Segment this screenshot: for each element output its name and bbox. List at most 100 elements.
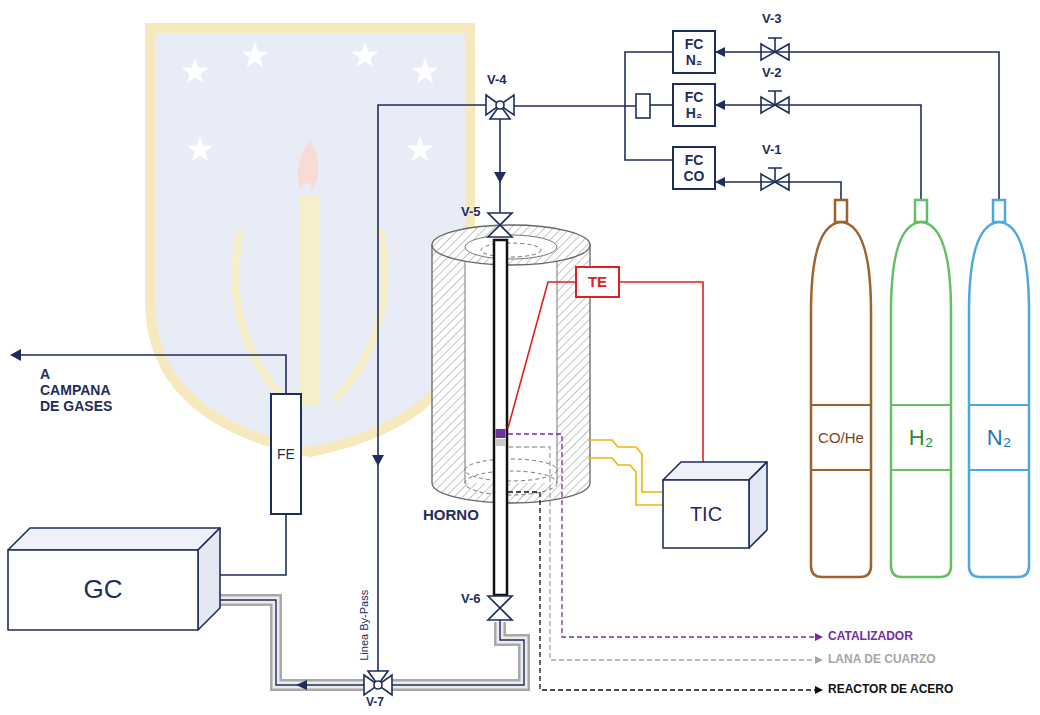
gas-cylinder: N₂ [966, 200, 1032, 580]
heated-line [219, 600, 524, 685]
node-label: FC CO [680, 152, 708, 184]
cylinder-body [811, 222, 871, 577]
furnace-wall [557, 245, 558, 483]
destination-label: A CAMPANA DE GASES [40, 366, 118, 414]
valve-handle [768, 38, 782, 52]
valve-handle [768, 91, 782, 105]
gas-line [650, 104, 672, 106]
callout-label: CATALIZADOR [828, 630, 913, 644]
box-side-face [749, 462, 767, 548]
temperature-controller: TIC [663, 462, 767, 548]
watermark-shield [150, 28, 470, 452]
node-text-area: TE [577, 268, 618, 296]
pipe-connector [716, 182, 841, 200]
cylinder-body [891, 222, 951, 577]
valve-ball [374, 681, 382, 689]
gas-line [514, 105, 636, 107]
steel-reactor [494, 240, 507, 595]
watermark-star [412, 58, 439, 83]
furnace-body [432, 245, 590, 503]
callout-label: REACTOR DE ACERO [828, 683, 953, 697]
flow-arrow [10, 349, 21, 361]
cylinder-band [969, 404, 1029, 406]
watermark-star [407, 136, 434, 161]
gas-line [499, 119, 501, 213]
block-valve [488, 596, 512, 620]
box-top-face [8, 528, 220, 550]
block-valve [488, 213, 512, 237]
node-label: TE [588, 273, 607, 290]
furnace-top [432, 225, 590, 265]
watermark-star [352, 42, 379, 67]
valves [364, 38, 789, 695]
flow-arrow [372, 455, 384, 466]
furnace-inner-edge [481, 243, 541, 257]
line-label: Linea By-Pass [358, 589, 371, 660]
node-label: GC [84, 575, 123, 605]
valve-tag: V-4 [487, 73, 507, 88]
gas-chromatograph: GC [8, 528, 220, 630]
box-front-face [8, 550, 198, 630]
leader-line [508, 492, 816, 690]
node-outline [888, 200, 954, 580]
node-label: CO/He [818, 429, 864, 446]
furnace-opening [465, 235, 557, 259]
node-text-area: H₂ [888, 407, 954, 468]
heated-line-inner [392, 622, 524, 685]
pipe-connector [716, 52, 999, 200]
cylinder-band [811, 404, 871, 406]
pipe-connector [716, 105, 921, 200]
flow-element: FE [270, 393, 302, 515]
valve-tag: V-2 [762, 66, 782, 81]
valve-tag: V-6 [461, 592, 481, 607]
gas-mixer [636, 94, 650, 118]
cylinder-band [891, 404, 951, 406]
catalyst-bed [496, 429, 506, 438]
furnace-inner-edge [465, 459, 557, 481]
heated-line-jacket [392, 622, 524, 685]
node-text-area: FE [272, 395, 300, 513]
leader-arrow [815, 686, 823, 694]
pipe-connector [220, 515, 286, 575]
valve-tag: V-1 [762, 143, 782, 158]
cylinder-neck [915, 200, 927, 222]
temperature-element: TE [575, 266, 620, 298]
heater-wire [588, 458, 663, 505]
node-text-area: TIC [663, 480, 749, 548]
cylinder-neck [993, 200, 1005, 222]
watermark-flame [298, 140, 319, 190]
quartz-wool [496, 439, 506, 446]
node-label: H₂ [909, 425, 933, 450]
box-front-face [663, 480, 749, 548]
flow-controller: FC CO [672, 146, 716, 190]
cylinder-body [969, 222, 1029, 577]
valve-tag: V-5 [461, 205, 481, 220]
heated-line-jacket [219, 600, 364, 685]
watermark-torch [300, 196, 320, 406]
watermark-star [182, 58, 209, 83]
bypass-line [378, 105, 486, 671]
gas-lines [18, 52, 672, 671]
pipe-connector [620, 282, 703, 462]
leader-arrow [815, 633, 823, 641]
cylinder-band [891, 469, 951, 471]
node-label: N₂ [987, 425, 1011, 450]
node-text-area: GC [8, 550, 198, 630]
flow-arrow [296, 680, 307, 690]
node-label: FE [277, 446, 295, 462]
heated-line-inner [219, 600, 364, 685]
watermark-laurel [235, 230, 285, 400]
valve-tag: V-3 [762, 12, 782, 27]
node-label: FC N₂ [680, 36, 708, 68]
watermark [150, 28, 470, 452]
leader-line [508, 434, 816, 637]
node-label: TIC [690, 503, 722, 526]
heated-line-core [392, 620, 524, 685]
gas-cylinder: CO/He [808, 200, 874, 580]
node-text-area: FC N₂ [674, 32, 714, 72]
gas-cylinder: H₂ [888, 200, 954, 580]
valve-handle [768, 168, 782, 182]
